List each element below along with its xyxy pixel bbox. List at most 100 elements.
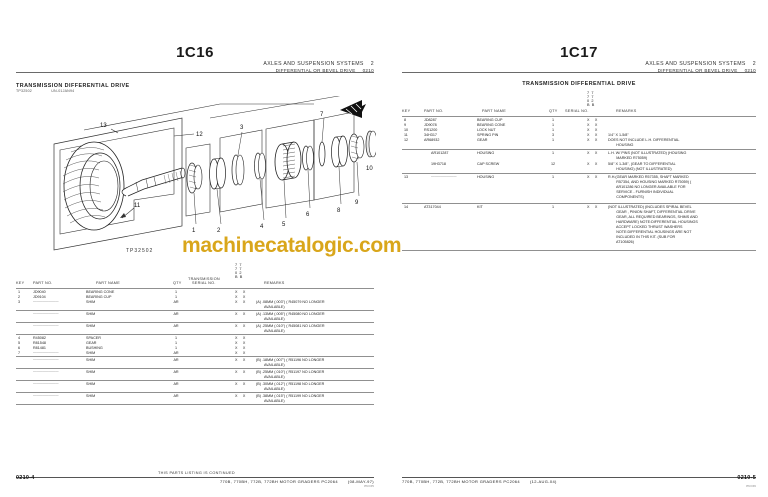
left-system-number: 2 [370, 61, 374, 67]
row-part-no[interactable]: JD9104 [33, 295, 46, 299]
row-part-name: LOCK NUT [477, 128, 496, 132]
row-part-name: SHIM [86, 382, 96, 386]
row-qty: AR [173, 351, 179, 355]
row-qty: 12 [550, 162, 556, 166]
row-qty: 1 [174, 346, 178, 350]
left-footer-rule [16, 477, 374, 478]
row-key: 12 [404, 138, 409, 142]
row-key: 8 [404, 118, 407, 122]
row-part-no[interactable]: ———————— [33, 311, 59, 315]
row-part-name: SPACER [86, 336, 101, 340]
row-divider [402, 173, 756, 174]
row-model-marks: X X [235, 336, 248, 340]
left-col-serial-l2: SERIAL NO. [192, 281, 216, 285]
figure-identifier: TP32502 [126, 248, 154, 254]
row-key: 6 [18, 346, 21, 350]
row-model-marks: X X [587, 205, 600, 209]
row-part-no[interactable]: ———————— [33, 393, 59, 397]
left-col-remarks: REMARKS [264, 281, 285, 285]
row-qty: 1 [551, 205, 555, 209]
row-part-name: CAP SCREW [477, 162, 500, 166]
row-qty: 1 [174, 341, 178, 345]
row-part-no[interactable]: AR101287 [431, 151, 449, 155]
left-col-part-name: PART NAME [96, 281, 120, 285]
left-col-part-no: PART NO. [33, 281, 53, 285]
row-divider [16, 380, 374, 381]
row-part-no[interactable]: JD9040 [33, 290, 46, 294]
row-part-no[interactable]: R45082 [33, 336, 46, 340]
row-qty: 1 [551, 123, 555, 127]
right-system-name: AXLES AND SUSPENSION SYSTEMS [645, 61, 746, 67]
row-model-marks: X X [235, 324, 248, 328]
row-part-no[interactable]: JD9078 [424, 123, 437, 127]
left-table-header-rule [16, 288, 374, 289]
svg-text:8: 8 [337, 208, 341, 214]
row-remarks: (A) .13MM (.005") ( R45080 NO LONGER AVA… [256, 312, 325, 321]
row-part-no[interactable]: AR68932 [424, 138, 440, 142]
left-subsystem-name: DIFFERENTIAL OR BEVEL DRIVE [275, 67, 356, 73]
row-model-marks: X X [587, 151, 600, 155]
row-model-marks: X X [587, 175, 600, 179]
right-subsystem-number: 0210 [744, 67, 756, 73]
row-part-name: SHIM [86, 370, 96, 374]
row-part-no[interactable]: ———————— [431, 174, 457, 178]
row-part-no[interactable]: 34H317 [424, 133, 437, 137]
row-qty: 1 [174, 336, 178, 340]
row-part-name: GEAR [86, 341, 97, 345]
row-part-name: SPRING PIN [477, 133, 499, 137]
row-part-name: KIT [477, 205, 483, 209]
row-model-marks: X X [587, 128, 600, 132]
row-part-no[interactable]: AT317044 [424, 205, 441, 209]
row-model-marks: X X [587, 133, 600, 137]
row-qty: 1 [174, 290, 178, 294]
row-remarks: (B) .38MM (.015") ( R51199 NO LONGER AVA… [256, 394, 325, 403]
row-divider [16, 334, 374, 335]
row-remarks: (NOT ILLUSTRATED) (INCLUDES SPIRAL BEVEL… [608, 205, 698, 244]
row-qty: 1 [174, 295, 178, 299]
row-part-no[interactable]: ———————— [33, 350, 59, 354]
row-model-marks: X X [235, 312, 248, 316]
row-part-no[interactable]: R81548 [33, 341, 46, 345]
right-footer-machine-list: 770B, 770BH, 772B, 772BH MOTOR GRADERS P… [402, 479, 520, 484]
row-remarks: R.H.(GEAR MARKED R57355, SHAFT MARKED R5… [608, 175, 692, 199]
svg-text:2: 2 [217, 228, 221, 234]
row-part-name: HOUSING [477, 151, 495, 155]
row-remarks: (B) .25MM (.010") ( R51197 NO LONGER AVA… [256, 370, 325, 379]
row-key: 11 [404, 133, 408, 137]
row-part-no[interactable]: RS1200 [424, 128, 438, 132]
row-key: 14 [404, 205, 409, 209]
row-part-no[interactable]: JD8287 [424, 118, 437, 122]
left-group-meta-id: TP32502 [16, 89, 32, 93]
row-part-no[interactable]: ———————— [33, 299, 59, 303]
row-part-name: BEARING CUP [86, 295, 112, 299]
svg-text:4: 4 [260, 224, 264, 230]
row-remarks: (B) .30MM (.012") ( R51198 NO LONGER AVA… [256, 382, 325, 391]
row-part-no[interactable]: ———————— [33, 369, 59, 373]
row-divider [16, 356, 374, 357]
row-qty: AR [173, 324, 179, 328]
row-qty: 1 [551, 151, 555, 155]
row-part-no[interactable]: ———————— [33, 323, 59, 327]
left-footer-date: (08-MAY-97) [347, 479, 374, 484]
row-part-name: GEAR [477, 138, 488, 142]
row-key: 3 [18, 300, 21, 304]
row-remarks: 5/8" X 1-3/8", (GEAR TO DIFFERENTIAL HOU… [608, 162, 676, 171]
row-qty: AR [173, 382, 179, 386]
row-key: 7 [18, 351, 21, 355]
row-part-no[interactable]: R81481 [33, 346, 46, 350]
right-page-code: 1C17 [560, 44, 598, 61]
row-part-no[interactable]: ———————— [33, 381, 59, 385]
left-group-meta: TP32502 UN-01JAN94 [16, 89, 74, 93]
row-key: 5 [18, 341, 21, 345]
svg-text:5: 5 [282, 222, 286, 228]
row-part-name: SHIM [86, 300, 96, 304]
row-qty: AR [173, 370, 179, 374]
row-part-no[interactable]: 19H3718 [431, 162, 446, 166]
row-part-no[interactable]: ———————— [33, 357, 59, 361]
